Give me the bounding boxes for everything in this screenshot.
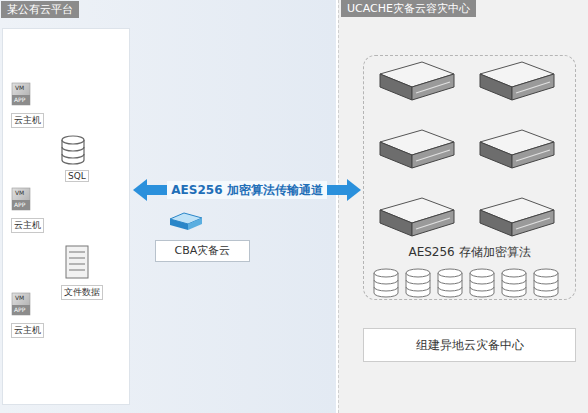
node-text: 组建异地云灾备中心 bbox=[364, 329, 575, 361]
node-box: UCACHE灾备云容灾中心 AES256 存储加密算法组建异地云灾备中心 bbox=[338, 0, 588, 413]
node-text: 云主机 bbox=[11, 113, 44, 128]
node-text: 某公有云平台 bbox=[1, 1, 79, 18]
edge-label: AES256 加密算法传输通道 bbox=[167, 181, 326, 199]
icon-label: APP bbox=[14, 201, 25, 208]
icon-label: APP bbox=[14, 306, 25, 313]
node-box: 组建异地云灾备中心 bbox=[363, 328, 576, 362]
node-text: 云主机 bbox=[11, 218, 44, 233]
node-box: 文件数据 bbox=[55, 244, 107, 300]
node-box: SQL bbox=[57, 134, 97, 182]
node-text: 文件数据 bbox=[61, 285, 103, 300]
switch-icon bbox=[170, 213, 202, 230]
node-text: 云主机 bbox=[11, 323, 44, 338]
node-text: AES256 存储加密算法 bbox=[364, 244, 575, 261]
icon-label: VM bbox=[15, 294, 24, 301]
sql-cylinder bbox=[62, 136, 84, 164]
icon-label: VM bbox=[15, 189, 24, 196]
node-box: CBA灾备云 bbox=[155, 240, 250, 262]
icon-label: APP bbox=[14, 96, 25, 103]
file-server bbox=[66, 246, 88, 278]
transfer-arrow bbox=[133, 179, 361, 201]
node-box: AES256 存储加密算法 bbox=[363, 55, 576, 300]
node-text: CBA灾备云 bbox=[156, 241, 249, 261]
icon-label: VM bbox=[15, 84, 24, 91]
node-text: UCACHE灾备云容灾中心 bbox=[341, 0, 476, 17]
node-text: SQL bbox=[65, 170, 89, 182]
